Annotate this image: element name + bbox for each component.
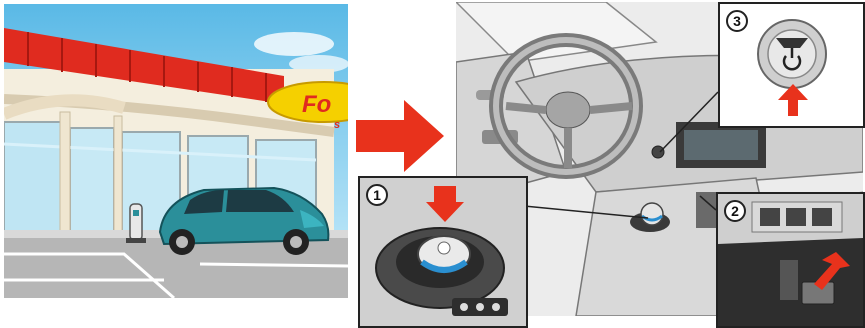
power-button-location <box>652 146 664 158</box>
step-number-badge: 1 <box>366 184 388 206</box>
parking-line <box>200 264 348 266</box>
step-3-power-button-inset: 3 <box>718 2 865 128</box>
center-screen <box>684 130 758 160</box>
step-number-badge: 2 <box>724 200 746 222</box>
step-2-parking-brake-inset: 2 <box>716 192 865 328</box>
column <box>60 112 70 236</box>
step-number-badge: 3 <box>726 10 748 32</box>
store-sign-small-text: s <box>334 119 340 131</box>
store-scene-illustration: Fo s <box>4 4 348 298</box>
store-scene-svg: Fo s <box>4 4 348 298</box>
shift-knob <box>418 236 470 272</box>
cloud <box>254 32 334 56</box>
column <box>114 116 122 236</box>
red-right-arrow-icon <box>356 96 446 176</box>
step-1-shift-inset: 1 <box>358 176 528 328</box>
store-sign-text: Fo <box>302 91 331 118</box>
